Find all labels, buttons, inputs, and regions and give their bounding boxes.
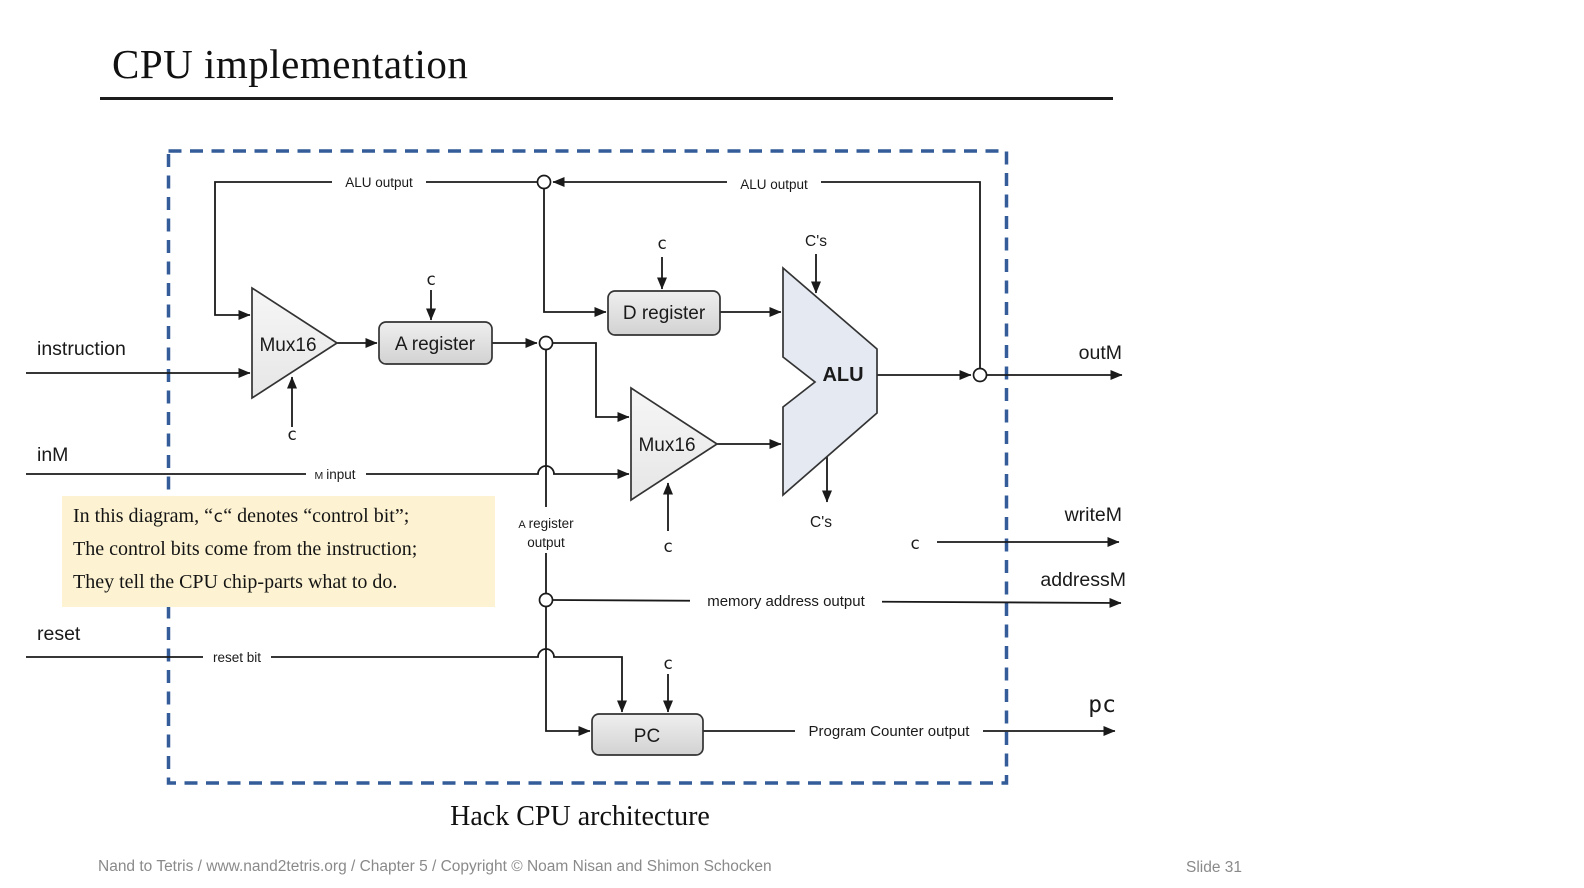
wire-to-d-register (543, 189, 607, 317)
control-bit-note: In this diagram, “c“ denotes “control bi… (62, 496, 495, 607)
page-title: CPU implementation (112, 41, 469, 87)
a-reg-output-label-bg (510, 507, 582, 553)
output-label-addressM: addressM (1040, 569, 1126, 591)
cs-label-alu-bottom: C's (810, 514, 832, 531)
memory-address-output-label-bg (690, 590, 882, 610)
note-line-1: In this diagram, “c“ denotes “control bi… (73, 505, 409, 528)
wire-a-register-to-mux2 (553, 342, 630, 422)
a-reg-output-label-rest: register (529, 516, 575, 531)
junction-alu-output (972, 367, 988, 383)
program-counter-output-label: Program Counter output (809, 723, 971, 740)
output-label-pc: pc (1088, 692, 1116, 718)
c-label-mux1: c (287, 425, 297, 445)
d-register-label: D register (623, 303, 706, 324)
pc-box (591, 713, 704, 756)
note-line-1-c: c (212, 507, 224, 527)
a-register-box (378, 321, 493, 365)
reset-bit-label: reset bit (213, 650, 261, 665)
wire-reset-bit (26, 648, 627, 713)
junction-a-register-out (538, 335, 554, 351)
a-reg-output-label-a: A (518, 519, 526, 531)
footer-slide-number: Slide 31 (1185, 859, 1242, 876)
a-register-label: A register (395, 334, 476, 355)
program-counter-output-label-bg (795, 720, 983, 740)
junction-memory-address (538, 592, 554, 608)
diagram-caption: Hack CPU architecture (450, 801, 710, 832)
memory-address-output-label: memory address output (707, 593, 865, 610)
input-label-reset: reset (37, 623, 81, 645)
alu-output-right-label-bg (727, 174, 821, 192)
junction-alu-feedback (536, 174, 552, 190)
c-label-d-register: c (657, 234, 667, 254)
note-line-1-prefix: In this diagram, “ (73, 505, 213, 527)
alu-output-left-label: ALU output (345, 175, 413, 190)
c-label-a-register: c (426, 270, 436, 290)
alu-shape (782, 266, 878, 497)
d-register-box (607, 290, 721, 336)
wire-alu-output-feedback-right (552, 177, 981, 368)
alu-output-right-label: ALU output (740, 177, 808, 192)
alu-output-left-label-bg (332, 172, 426, 190)
m-input-label-rest: input (326, 467, 356, 482)
m-input-label-bg (306, 465, 366, 482)
title-underline (100, 97, 1113, 100)
chip-boundary-dashed-border (166, 149, 1009, 785)
wire-a-register-to-pc (545, 607, 591, 736)
mux1-label: Mux16 (259, 335, 316, 356)
c-label-pc: c (663, 654, 673, 674)
footer-attribution: Nand to Tetris / www.nand2tetris.org / C… (98, 858, 772, 875)
note-line-2: The control bits come from the instructi… (73, 538, 418, 560)
mux2-shape (630, 386, 719, 502)
a-reg-output-label-line2: output (527, 535, 565, 550)
output-label-writeM: writeM (1064, 504, 1122, 526)
input-label-instruction: instruction (37, 338, 126, 360)
mux1-shape (251, 286, 339, 400)
pc-box-label: PC (634, 726, 660, 747)
mux2-label: Mux16 (638, 435, 695, 456)
reset-bit-label-bg (203, 648, 271, 665)
m-input-label-m: M (314, 470, 323, 482)
alu-label: ALU (822, 364, 863, 386)
input-label-inM: inM (37, 444, 68, 466)
c-label-writeM: c (910, 534, 920, 554)
output-label-outM: outM (1079, 342, 1122, 364)
c-label-mux2: c (663, 537, 673, 557)
wire-inM-m-input (26, 465, 630, 479)
note-line-1-suffix: “ denotes “control bit”; (223, 505, 410, 527)
note-line-3: They tell the CPU chip-parts what to do. (73, 571, 398, 593)
cs-label-alu-top: C's (805, 233, 827, 250)
